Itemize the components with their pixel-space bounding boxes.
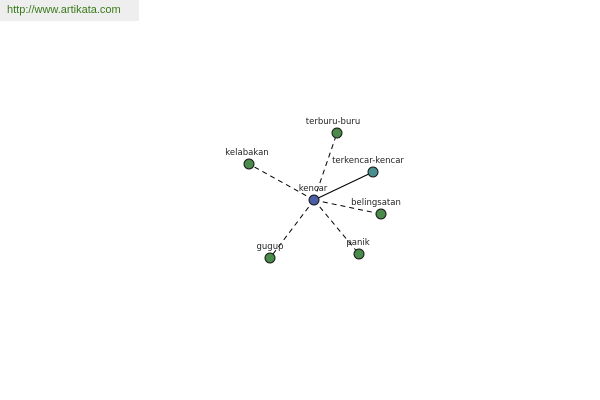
edge-belingsatan bbox=[313, 199, 382, 215]
node-terburu-buru[interactable] bbox=[331, 127, 343, 139]
node-kelabakan[interactable] bbox=[243, 158, 255, 170]
node-center[interactable] bbox=[308, 194, 320, 206]
node-label-terkencar-kencar: terkencar-kencar bbox=[332, 156, 404, 166]
node-panik[interactable] bbox=[353, 248, 365, 260]
node-label-terburu-buru: terburu-buru bbox=[306, 117, 360, 127]
source-link-bar: http://www.artikata.com bbox=[0, 0, 139, 21]
node-terkencar-kencar[interactable] bbox=[367, 166, 379, 178]
node-label-gugup: gugup bbox=[257, 242, 284, 252]
edge-terkencar-kencar bbox=[313, 171, 374, 201]
edge-terburu-buru bbox=[313, 132, 338, 201]
node-gugup[interactable] bbox=[264, 252, 276, 264]
node-belingsatan[interactable] bbox=[375, 208, 387, 220]
node-label-center: kencar bbox=[299, 184, 328, 194]
source-link[interactable]: http://www.artikata.com bbox=[7, 4, 121, 16]
edge-gugup bbox=[269, 199, 315, 259]
node-label-panik: panik bbox=[346, 238, 369, 248]
edge-kelabakan bbox=[248, 163, 315, 201]
edge-panik bbox=[313, 199, 360, 255]
node-label-kelabakan: kelabakan bbox=[225, 148, 268, 158]
node-label-belingsatan: belingsatan bbox=[351, 198, 401, 208]
